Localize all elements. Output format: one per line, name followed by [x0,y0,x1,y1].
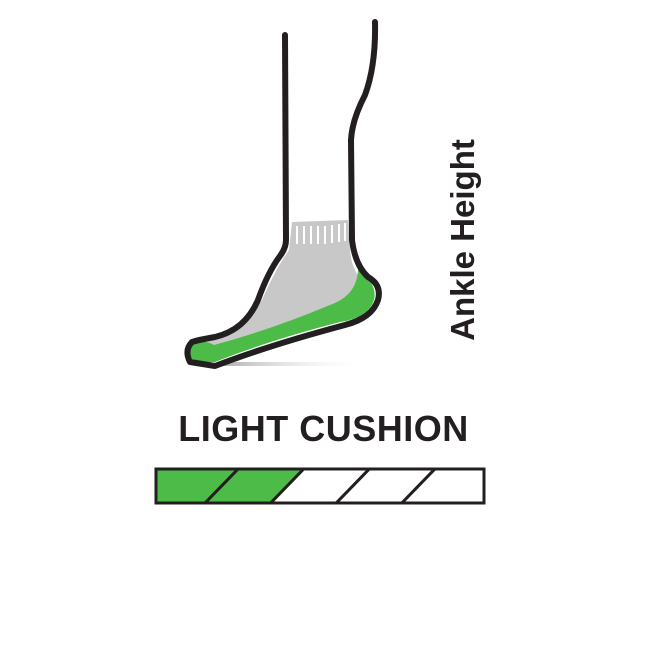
sock-cuff-ribs [296,223,346,244]
leg-outline [184,19,382,369]
cushion-label: LIGHT CUSHION [178,408,469,449]
sock-cushion-sole [190,268,375,362]
sock-body [200,220,368,352]
floor-shadow [220,362,370,366]
meter-frame [154,467,486,505]
